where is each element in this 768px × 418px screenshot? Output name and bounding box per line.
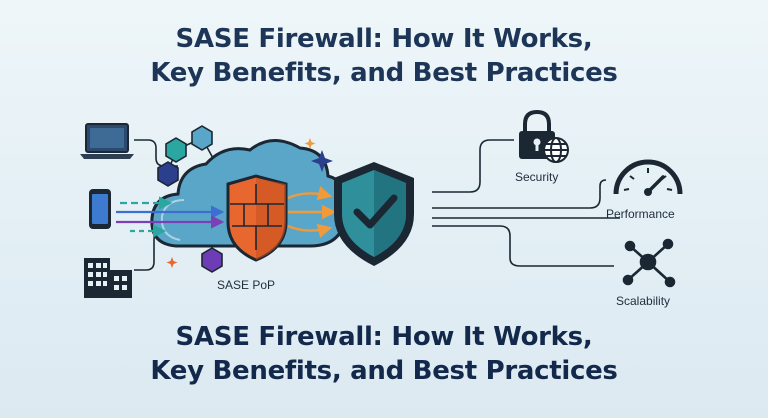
title-bottom-line2: Key Benefits, and Best Practices — [150, 356, 618, 386]
scalability-label: Scalability — [616, 294, 671, 308]
laptop-icon — [80, 123, 134, 159]
globe-icon — [543, 137, 569, 163]
hexagon-node-network — [157, 125, 223, 273]
network-nodes-icon — [622, 238, 676, 288]
check-shield-icon — [334, 162, 414, 266]
hexagon-node-icon — [157, 161, 179, 187]
hexagon-node-icon — [201, 247, 223, 273]
outgoing-traffic-arrows — [287, 186, 337, 238]
page-title-top: SASE Firewall: How It Works, Key Benefit… — [0, 22, 768, 90]
speedometer-icon — [613, 159, 683, 196]
office-building-icon — [84, 258, 132, 298]
firewall-brick-shield-icon — [226, 174, 288, 262]
smartphone-icon — [89, 189, 111, 229]
hexagon-node-icon — [191, 125, 213, 151]
title-top-line1: SASE Firewall: How It Works, — [175, 24, 593, 54]
sase-pop-label: SASE PoP — [217, 278, 276, 292]
page-title-bottom: SASE Firewall: How It Works, Key Benefit… — [0, 320, 768, 388]
benefit-connectors — [432, 139, 620, 267]
sparkle-icon — [166, 138, 333, 268]
title-bottom-line1: SASE Firewall: How It Works, — [175, 322, 593, 352]
title-top-line2: Key Benefits, and Best Practices — [150, 58, 618, 88]
security-label: Security — [515, 170, 559, 184]
hexagon-node-icon — [165, 137, 187, 163]
performance-label: Performance — [606, 207, 675, 221]
incoming-traffic-arrows — [116, 196, 225, 238]
